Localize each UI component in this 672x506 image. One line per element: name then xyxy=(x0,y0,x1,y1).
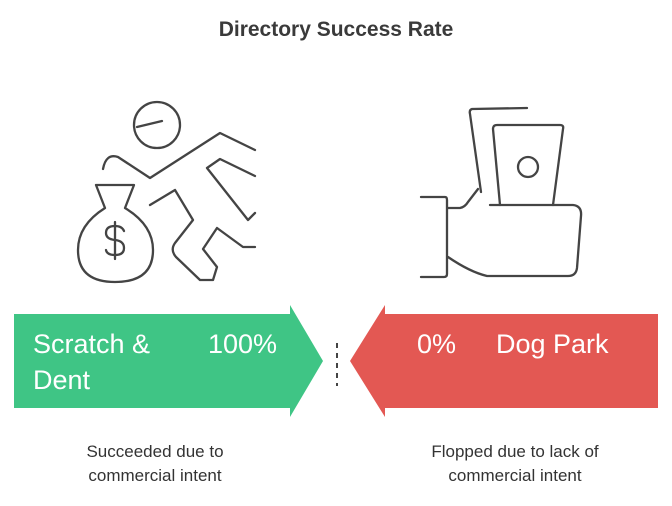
left-caption: Succeeded due to commercial intent xyxy=(5,440,305,488)
right-caption-line1: Flopped due to lack of xyxy=(431,442,599,461)
scratch-dent-arrow xyxy=(14,305,323,417)
hand-holding-document-icon xyxy=(419,106,583,279)
left-name-line2: Dent xyxy=(33,365,91,395)
right-name: Dog Park xyxy=(496,329,609,359)
left-caption-line1: Succeeded due to xyxy=(86,442,224,461)
left-percent: 100% xyxy=(208,329,278,359)
left-caption-line2: commercial intent xyxy=(88,466,222,485)
right-caption: Flopped due to lack of commercial intent xyxy=(365,440,665,488)
page-title: Directory Success Rate xyxy=(218,18,454,41)
right-percent: 0% xyxy=(417,329,457,359)
right-caption-line2: commercial intent xyxy=(448,466,582,485)
running-man-money-bag-icon xyxy=(76,100,257,284)
left-name-line1: Scratch & xyxy=(33,329,151,359)
dog-park-arrow xyxy=(350,305,658,417)
